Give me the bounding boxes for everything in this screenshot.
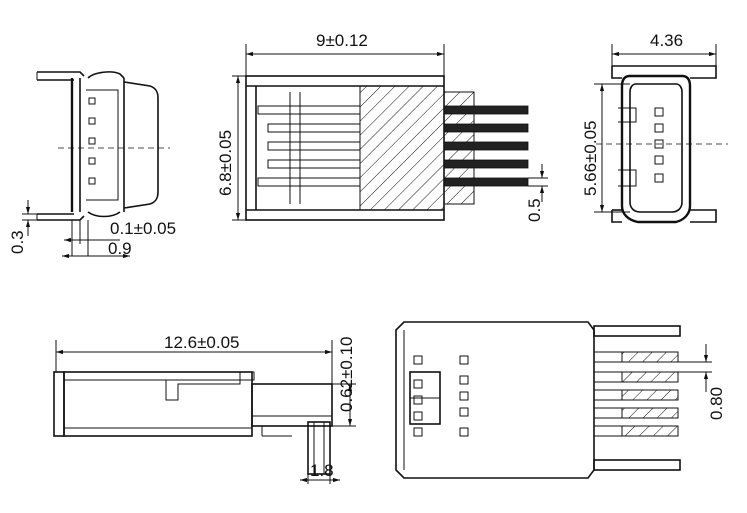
side-depth-label: 0.9: [108, 239, 132, 258]
tail-width-label: 1.8: [310, 461, 334, 480]
bottom-view-pads: [413, 355, 469, 437]
top-view: [232, 44, 548, 221]
pin-pitch-label: 0.80: [707, 387, 726, 420]
pitch-right-label: 0.5: [525, 198, 544, 222]
front-view: [594, 44, 728, 224]
length-label: 12.6±0.05: [164, 333, 240, 352]
front-width-label: 4.36: [650, 31, 683, 50]
top-view-pins: [257, 105, 529, 187]
tail-height-label: 0.62±0.10: [337, 336, 356, 412]
bottom-view-pins: [593, 351, 679, 437]
front-view-contacts: [654, 107, 664, 183]
top-height-label: 6.8±0.05: [216, 130, 235, 196]
side-gap-label: 0.1±0.05: [110, 219, 176, 238]
length-view: [53, 340, 356, 484]
bottom-view: [395, 321, 712, 479]
front-height-label: 5.66±0.05: [581, 120, 600, 196]
top-width-label: 9±0.12: [316, 31, 368, 50]
side-thickness-label: 0.3: [8, 230, 27, 254]
side-view: [22, 71, 170, 259]
